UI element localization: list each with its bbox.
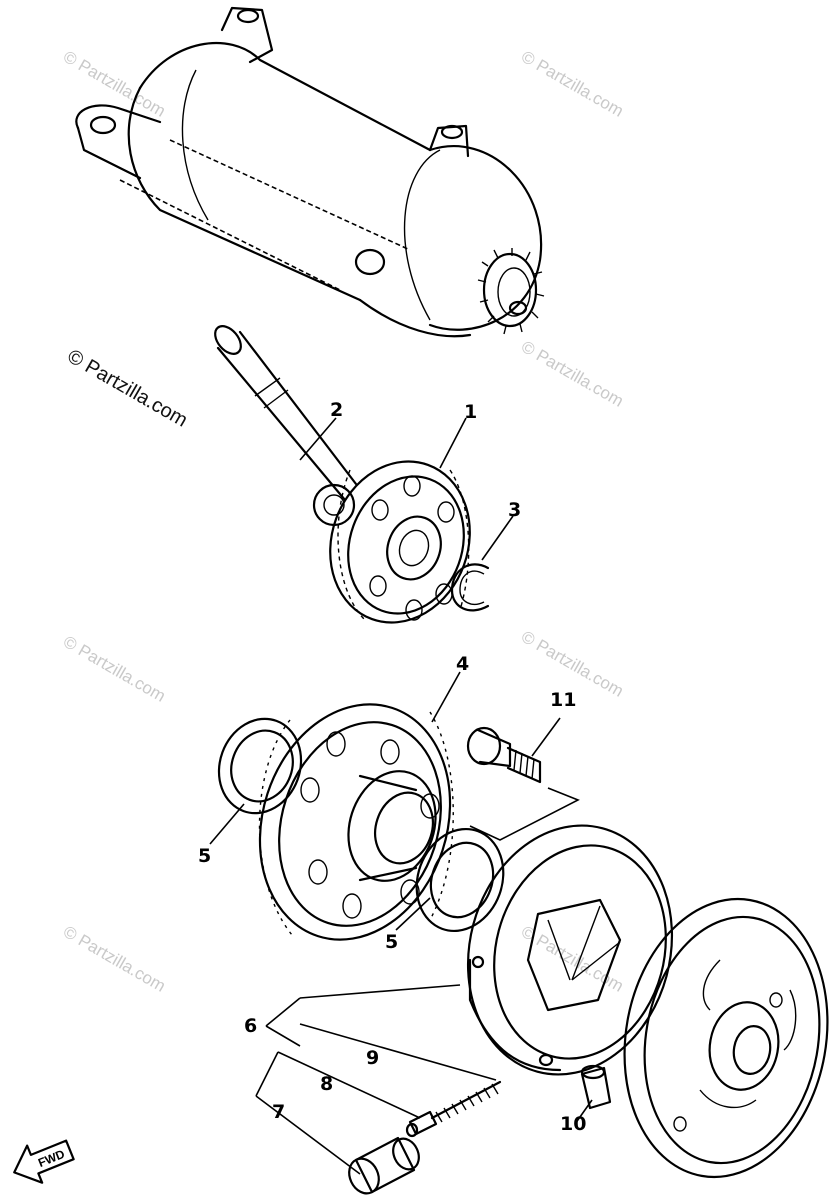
- part-8-plunger: [405, 1110, 438, 1138]
- starter-clutch-housing: [466, 824, 674, 1076]
- leader-7: [255, 1051, 361, 1175]
- part-5-washer-lower: [415, 827, 505, 933]
- leader-6: [265, 997, 301, 1047]
- leader-11: [531, 717, 561, 757]
- watermark-7: © Partzilla.com: [60, 922, 169, 996]
- starter-motor: [75, 6, 545, 338]
- part-11-bolt: [466, 726, 542, 784]
- callout-8: 8: [320, 1073, 333, 1095]
- part-2-shaft: [214, 325, 358, 527]
- watermark-1: © Partzilla.com: [60, 47, 169, 121]
- part-7-roller: [348, 1136, 420, 1195]
- leader-9: [299, 1023, 497, 1081]
- part-5-washer-upper: [217, 717, 303, 815]
- leader-3: [481, 515, 514, 561]
- callout-1: 1: [464, 401, 477, 423]
- part-4-driven-gear: [258, 703, 454, 941]
- watermark-5: © Partzilla.com: [60, 632, 169, 706]
- watermark-2: © Partzilla.com: [518, 47, 627, 121]
- callout-labels: 1 2 3 4 5 5 6 7 8 9 10 11: [198, 399, 586, 1135]
- leader-5b: [395, 897, 431, 931]
- callout-9: 9: [366, 1047, 379, 1069]
- part-1-idler-gear: [329, 460, 471, 624]
- starter-pinion: [477, 248, 545, 335]
- callout-3: 3: [508, 499, 521, 521]
- leader-group: [299, 984, 461, 999]
- leader-2: [299, 417, 337, 461]
- leader-1: [439, 417, 467, 469]
- leader-5a: [209, 803, 245, 845]
- callout-6: 6: [244, 1015, 257, 1037]
- leader-11-box: [469, 787, 580, 841]
- watermark-4: © Partzilla.com: [518, 337, 627, 411]
- leader-10: [574, 1099, 593, 1125]
- callout-2: 2: [330, 399, 343, 421]
- callout-5a: 5: [198, 845, 211, 867]
- part-10-pin: [580, 1064, 612, 1110]
- leader-lines: [209, 417, 593, 1175]
- leader-4: [431, 671, 461, 723]
- callout-4: 4: [456, 653, 469, 675]
- part-3-circlip: [450, 563, 490, 612]
- fwd-arrow-icon: FWD: [13, 1139, 75, 1184]
- callout-5b: 5: [385, 931, 398, 953]
- leader-8: [277, 1051, 421, 1119]
- callout-10: 10: [560, 1113, 586, 1135]
- starter-clutch-gear: [623, 897, 829, 1179]
- callout-11: 11: [550, 689, 576, 711]
- part-9-spring: [430, 1080, 502, 1123]
- watermark-3: © Partzilla.com: [64, 345, 192, 431]
- callout-7: 7: [272, 1101, 285, 1123]
